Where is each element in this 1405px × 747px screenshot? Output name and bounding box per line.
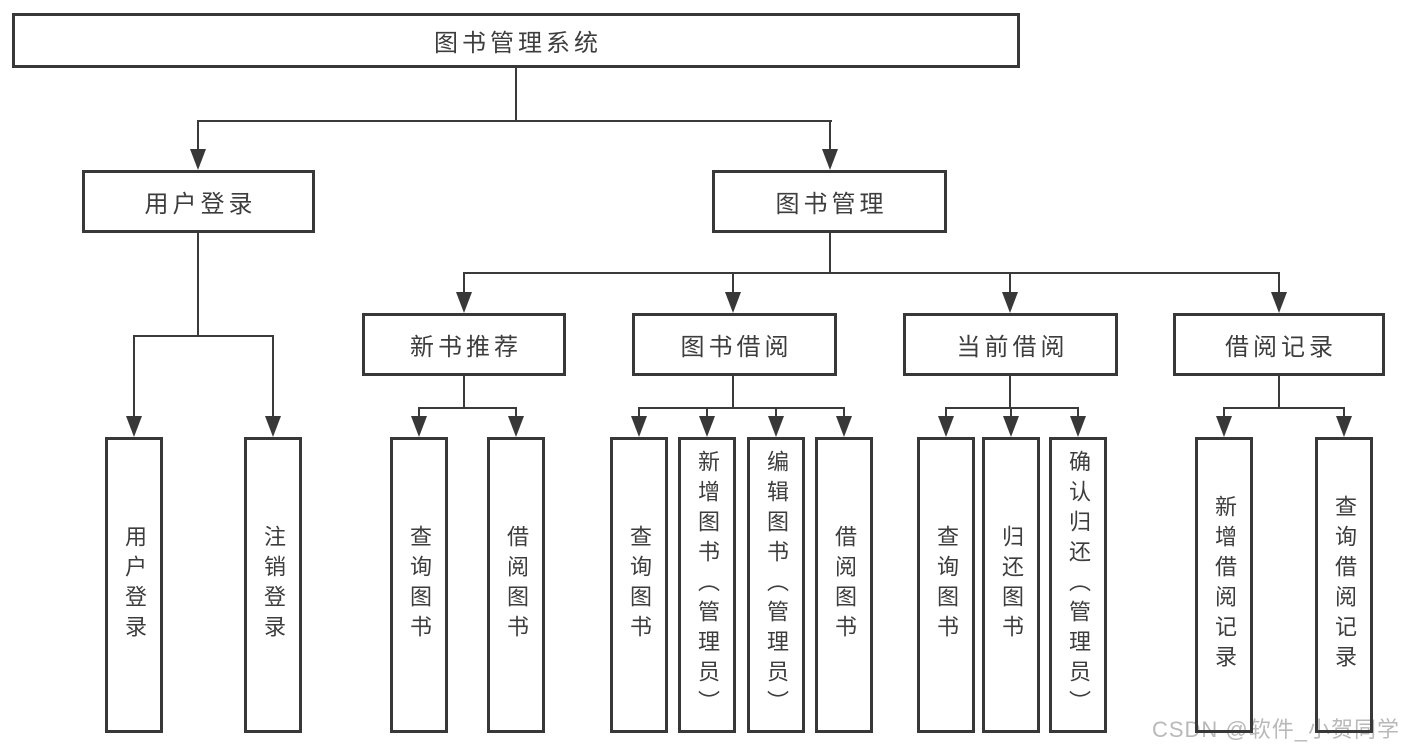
- arrow-down-icon: [456, 292, 472, 313]
- connector-line: [1278, 374, 1280, 409]
- arrow-down-icon: [126, 416, 142, 437]
- node-borrow-records: 借阅记录: [1173, 313, 1385, 376]
- connector-line: [515, 66, 517, 122]
- node-label: 新增借阅记录: [1212, 495, 1237, 675]
- leaf-query-books-current: 查询图书: [917, 437, 975, 733]
- connector-line: [418, 407, 517, 409]
- connector-line: [843, 407, 845, 420]
- csdn-watermark: CSDN @软件_小贺同学: [1151, 717, 1400, 742]
- leaf-add-book-admin: 新增图书（管理员）: [678, 437, 736, 733]
- arrow-down-icon: [265, 416, 281, 437]
- leaf-user-login: 用户登录: [105, 437, 163, 733]
- connector-line: [1010, 407, 1012, 420]
- arrow-down-icon: [1216, 416, 1232, 437]
- node-label: 图书管理: [775, 191, 888, 218]
- arrow-down-icon: [822, 149, 838, 170]
- arrow-down-icon: [508, 416, 524, 437]
- node-user-login: 用户登录: [82, 170, 315, 233]
- node-new-book-recommend: 新书推荐: [362, 313, 566, 376]
- connector-line: [1278, 272, 1280, 296]
- node-label: 当前借阅: [956, 334, 1069, 361]
- connector-line: [515, 407, 517, 420]
- connector-line: [197, 120, 832, 122]
- node-label: 借阅记录: [1225, 334, 1337, 361]
- node-root-system: 图书管理系统: [12, 13, 1020, 68]
- arrow-down-icon: [768, 416, 784, 437]
- connector-line: [418, 407, 420, 420]
- leaf-logout: 注销登录: [244, 437, 302, 733]
- arrow-down-icon: [1271, 292, 1287, 313]
- connector-line: [197, 120, 199, 154]
- node-label: 用户登录: [122, 525, 147, 645]
- leaf-confirm-return-admin: 确认归还（管理员）: [1049, 437, 1107, 733]
- leaf-query-borrow-record: 查询借阅记录: [1315, 437, 1373, 733]
- leaf-return-book: 归还图书: [982, 437, 1040, 733]
- node-book-borrowing: 图书借阅: [632, 313, 837, 376]
- node-label: 查询图书: [934, 525, 959, 645]
- connector-line: [1343, 407, 1345, 420]
- node-book-management: 图书管理: [712, 170, 947, 233]
- connector-line: [133, 335, 135, 420]
- node-label: 借阅图书: [832, 525, 857, 645]
- connector-line: [463, 272, 465, 296]
- arrow-down-icon: [938, 416, 954, 437]
- node-current-borrowing: 当前借阅: [903, 313, 1118, 376]
- arrow-down-icon: [699, 416, 715, 437]
- connector-line: [829, 231, 831, 274]
- node-label: 查询图书: [627, 525, 652, 645]
- node-label: 新增图书（管理员）: [695, 450, 720, 720]
- arrow-down-icon: [411, 416, 427, 437]
- node-label: 查询借阅记录: [1332, 495, 1357, 675]
- connector-line: [1223, 407, 1345, 409]
- connector-line: [638, 407, 640, 420]
- connector-line: [829, 120, 831, 154]
- arrow-down-icon: [1003, 416, 1019, 437]
- connector-line: [732, 374, 734, 409]
- connector-line: [1223, 407, 1225, 420]
- connector-line: [638, 407, 845, 409]
- connector-line: [1009, 272, 1011, 296]
- node-label: 图书管理系统: [434, 30, 602, 57]
- connector-line: [945, 407, 1079, 409]
- node-label: 用户登录: [144, 191, 257, 218]
- leaf-query-books-borrowing: 查询图书: [610, 437, 668, 733]
- node-label: 查询图书: [407, 525, 432, 645]
- node-label: 借阅图书: [504, 525, 529, 645]
- connector-line: [1077, 407, 1079, 420]
- connector-line: [272, 335, 274, 420]
- connector-line: [197, 231, 199, 337]
- arrow-down-icon: [631, 416, 647, 437]
- arrow-down-icon: [190, 149, 206, 170]
- arrow-down-icon: [725, 292, 741, 313]
- connector-line: [1009, 374, 1011, 409]
- arrow-down-icon: [836, 416, 852, 437]
- connector-line: [945, 407, 947, 420]
- leaf-edit-book-admin: 编辑图书（管理员）: [747, 437, 805, 733]
- connector-line: [706, 407, 708, 420]
- leaf-borrow-books-borrowing: 借阅图书: [815, 437, 873, 733]
- arrow-down-icon: [1070, 416, 1086, 437]
- node-label: 注销登录: [261, 525, 286, 645]
- arrow-down-icon: [1336, 416, 1352, 437]
- connector-line: [133, 335, 274, 337]
- node-label: 新书推荐: [410, 334, 522, 361]
- node-label: 归还图书: [999, 525, 1024, 645]
- connector-line: [732, 272, 734, 296]
- leaf-borrow-books-recommend: 借阅图书: [487, 437, 545, 733]
- leaf-query-books-recommend: 查询图书: [390, 437, 448, 733]
- connector-line: [463, 272, 1280, 274]
- connector-line: [775, 407, 777, 420]
- connector-line: [463, 374, 465, 409]
- node-label: 编辑图书（管理员）: [764, 450, 789, 720]
- leaf-add-borrow-record: 新增借阅记录: [1195, 437, 1253, 733]
- node-label: 确认归还（管理员）: [1066, 450, 1091, 720]
- node-label: 图书借阅: [680, 334, 793, 361]
- arrow-down-icon: [1002, 292, 1018, 313]
